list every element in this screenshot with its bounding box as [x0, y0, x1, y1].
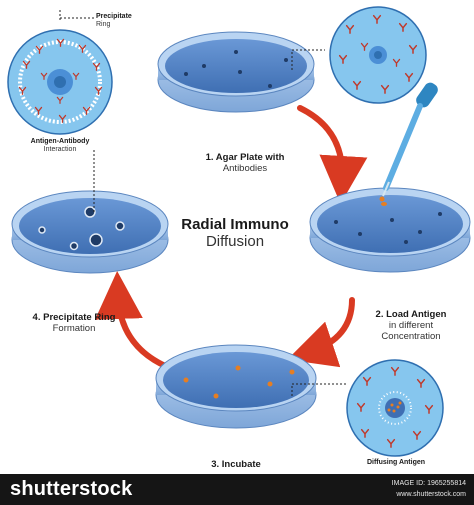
- detail-precipitate-ring: [7, 29, 113, 135]
- precipitate-line2: Ring: [96, 21, 111, 29]
- watermark-footer: shutterstock IMAGE ID: 1965255814 www.sh…: [0, 474, 474, 505]
- leader-diffusing: [291, 383, 348, 396]
- radial-immunodiffusion-diagram: [7, 6, 471, 457]
- diffusing-antigen-text: Diffusing Antigen: [366, 459, 426, 466]
- step-2-normal2: Concentration: [381, 330, 441, 342]
- step-1-normal: Antibodies: [222, 162, 268, 174]
- arrow-2-to-3: [287, 297, 355, 368]
- brand-logo: shutterstock: [10, 478, 133, 500]
- image-meta: IMAGE ID: 1965255814 www.shutterstock.co…: [392, 479, 466, 500]
- precipitate-line1: Precipitate: [96, 13, 132, 20]
- petri-dish-precipitate-ring: [11, 190, 169, 274]
- diagram-title: Radial Immuno Diffusion: [170, 216, 300, 251]
- step-2-label: 2. Load Antigen in different Concentrati…: [356, 309, 466, 343]
- site-url: www.shutterstock.com: [396, 490, 466, 498]
- step-1-label: 1. Agar Plate with Antibodies: [190, 152, 300, 175]
- step-4-bold: 4. Precipitate Ring: [32, 312, 116, 323]
- detail-diffusing-antigen: [346, 359, 444, 457]
- step-2-bold: 2. Load Antigen: [375, 309, 447, 320]
- interaction-line1: Antigen-Antibody: [30, 138, 90, 145]
- petri-dish-incubate: [155, 344, 317, 429]
- step-1-bold: 1. Agar Plate with: [205, 152, 285, 163]
- pipette: [379, 82, 438, 202]
- step-2-normal: in different: [388, 319, 434, 331]
- interaction-line2: Interaction: [43, 146, 77, 154]
- arrow-1-to-2: [297, 105, 368, 204]
- title-line2: Diffusion: [205, 233, 265, 251]
- petri-dish-loaded-antigen: [309, 187, 471, 273]
- diffusing-antigen-callout: Diffusing Antigen: [346, 459, 446, 467]
- step-4-normal: Formation: [52, 322, 96, 334]
- image-id: IMAGE ID: 1965255814: [391, 480, 466, 487]
- leader-antibodies: [291, 49, 325, 70]
- interaction-callout: Antigen-Antibody Interaction: [12, 138, 108, 154]
- title-line1: Radial Immuno: [181, 216, 289, 233]
- petri-dish-agar-plate: [157, 31, 315, 113]
- precipitate-ring-callout: Precipitate Ring: [96, 13, 146, 29]
- detail-antibodies: [329, 6, 427, 104]
- step-3-label: 3. Incubate: [186, 459, 286, 471]
- step-4-label: 4. Precipitate Ring Formation: [16, 312, 132, 335]
- step-3-bold: 3. Incubate: [211, 459, 261, 470]
